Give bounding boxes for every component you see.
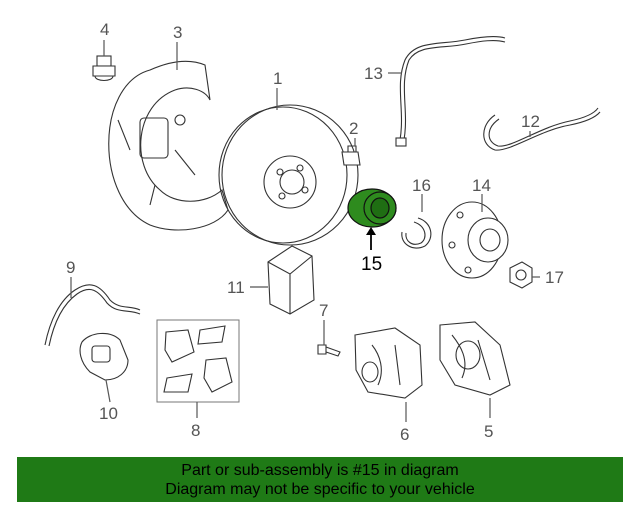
part-16-snap-ring[interactable] <box>401 217 432 249</box>
part-14-wheel-hub[interactable] <box>441 201 509 279</box>
callout-1: 1 <box>273 69 282 88</box>
highlight-arrow <box>366 227 376 250</box>
banner-line-2: Diagram may not be specific to your vehi… <box>165 481 475 498</box>
callout-15: 15 <box>361 254 382 275</box>
callout-3: 3 <box>173 23 182 42</box>
callout-12: 12 <box>521 112 540 131</box>
part-4-bolt[interactable] <box>92 55 116 82</box>
callout-14: 14 <box>472 176 491 195</box>
part-6-caliper[interactable] <box>354 327 423 399</box>
part-8-brake-pads[interactable] <box>156 319 240 403</box>
part-5-caliper[interactable] <box>439 321 511 396</box>
info-banner: Part or sub-assembly is #15 in diagram D… <box>17 457 623 502</box>
parts-diagram: 1 2 3 4 5 6 7 8 9 10 11 12 13 14 15 16 1… <box>44 20 601 444</box>
callout-6: 6 <box>400 425 409 444</box>
callout-7: 7 <box>319 301 328 320</box>
callout-9: 9 <box>66 258 75 277</box>
part-17-nut[interactable] <box>509 261 533 289</box>
callout-2: 2 <box>349 119 358 138</box>
callout-16: 16 <box>412 176 431 195</box>
leader-lines <box>70 40 540 422</box>
part-15-wheel-bearing[interactable] <box>347 188 397 228</box>
part-9-wire[interactable] <box>44 284 141 347</box>
part-12-sensor-wire[interactable] <box>483 107 601 151</box>
part-10-caliper-bracket[interactable] <box>79 332 129 381</box>
callout-11: 11 <box>227 278 245 297</box>
callout-17: 17 <box>545 268 564 287</box>
part-7-bolt[interactable] <box>317 344 341 357</box>
callout-10: 10 <box>99 404 118 423</box>
part-11-module[interactable] <box>267 245 315 315</box>
part-3-backing-plate[interactable] <box>108 60 229 231</box>
part-13-sensor-wire[interactable] <box>395 35 506 147</box>
callout-8: 8 <box>191 421 200 440</box>
callout-13: 13 <box>364 64 383 83</box>
callout-5: 5 <box>484 422 493 441</box>
part-2-bolt[interactable] <box>341 145 361 166</box>
banner-line-1: Part or sub-assembly is #15 in diagram <box>181 462 459 479</box>
callout-4: 4 <box>100 20 109 39</box>
part-1-brake-rotor[interactable] <box>218 104 359 246</box>
